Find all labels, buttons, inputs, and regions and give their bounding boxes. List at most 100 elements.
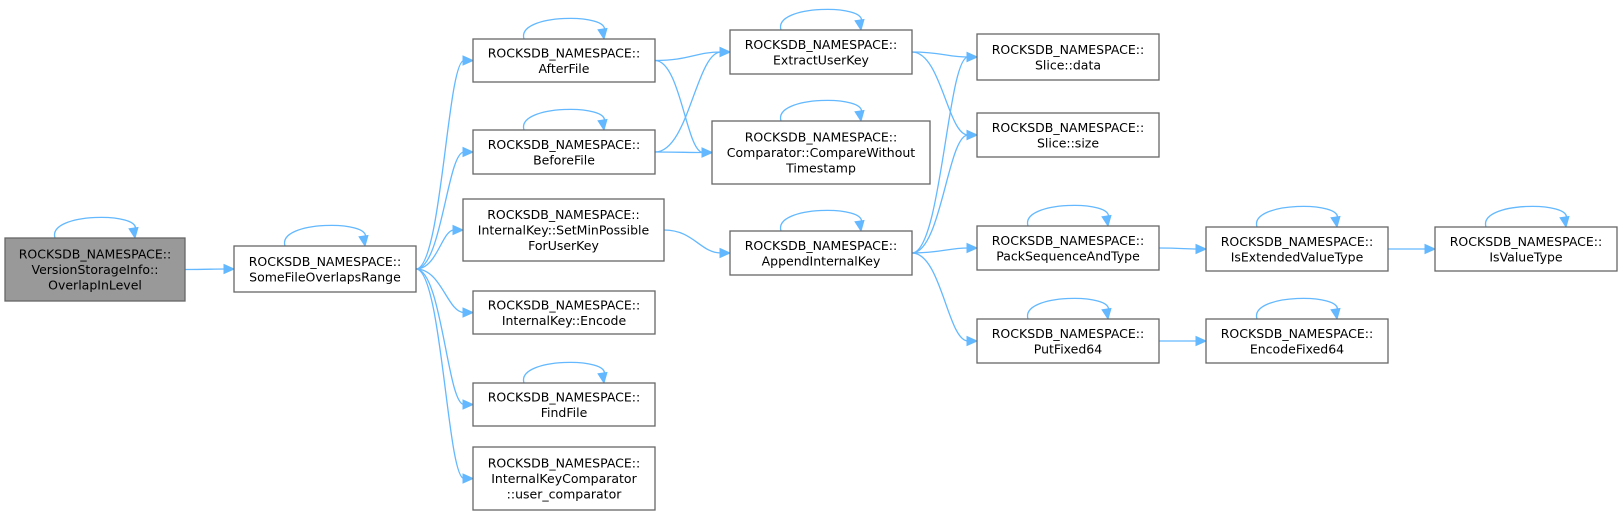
edge-append-to-slicedata [911,51,979,254]
node-label-line: IsExtendedValueType [1231,249,1364,264]
node-box [976,225,1160,271]
edge-somefile-to-setmin [415,224,465,270]
edge-line [415,268,465,480]
edge-line [911,247,969,254]
node-append[interactable]: ROCKSDB_NAMESPACE::AppendInternalKey [729,209,913,276]
self-loop-edge [1256,205,1338,228]
node-findfile[interactable]: ROCKSDB_NAMESPACE::FindFile [472,361,656,427]
node-encode[interactable]: ROCKSDB_NAMESPACE::InternalKey::Encode [472,290,656,335]
node-pack[interactable]: ROCKSDB_NAMESPACE::PackSequenceAndType [976,204,1160,271]
node-box [976,112,1160,158]
edge-arrowhead [719,247,732,259]
node-encfixed[interactable]: ROCKSDB_NAMESPACE::EncodeFixed64 [1205,297,1389,364]
edge-setmin-to-append [663,229,732,259]
node-putfixed[interactable]: ROCKSDB_NAMESPACE::PutFixed64 [976,297,1160,364]
node-box [472,290,656,335]
node-label-line: ROCKSDB_NAMESPACE:: [19,247,171,262]
node-label-line: ROCKSDB_NAMESPACE:: [488,297,640,312]
node-label-line: ROCKSDB_NAMESPACE:: [992,120,1144,135]
edge-line [184,268,226,271]
edge-somefile-to-encode [415,268,475,318]
self-loop-edge [284,224,366,247]
node-label-line: ROCKSDB_NAMESPACE:: [487,207,639,222]
node-afterfile[interactable]: ROCKSDB_NAMESPACE::AfterFile [472,17,656,83]
edge-line [654,59,704,154]
self-loop-edge [1027,204,1109,227]
edge-line [911,51,969,136]
edge-somefile-to-beforefile [415,146,475,270]
edge-arrowhead [719,46,732,58]
edge-arrowhead [966,129,979,141]
node-label-line: ROCKSDB_NAMESPACE:: [745,37,897,52]
node-beforefile[interactable]: ROCKSDB_NAMESPACE::BeforeFile [472,108,656,175]
node-label-line: AppendInternalKey [762,253,881,268]
node-box [711,120,931,185]
node-label-line: ROCKSDB_NAMESPACE:: [488,456,640,471]
self-loop-arrowhead [597,118,608,132]
node-box [462,198,665,262]
edge-line [654,51,722,62]
edge-overlap-to-somefile [184,263,236,275]
node-label-line: PackSequenceAndType [996,248,1140,263]
self-loop-edge [780,209,862,232]
edge-arrowhead [966,335,979,347]
node-isext[interactable]: ROCKSDB_NAMESPACE::IsExtendedValueType [1205,205,1389,272]
self-loop-edge [1027,297,1109,320]
node-isvalue[interactable]: ROCKSDB_NAMESPACE::IsValueType [1434,205,1618,272]
edge-line [911,252,969,342]
node-label-line: Comparator::CompareWithout [727,145,915,160]
node-setmin[interactable]: ROCKSDB_NAMESPACE::InternalKey::SetMinPo… [462,198,665,262]
edge-arrowhead [452,224,465,236]
self-loop-arrowhead [358,234,369,248]
node-label-line: InternalKey::SetMinPossible [478,223,650,238]
edge-line [415,268,465,314]
self-loop-edge [1485,205,1567,228]
edge-line [415,151,465,270]
edge-line [415,59,465,270]
edge-beforefile-to-extract [654,46,732,153]
edge-arrowhead [462,307,475,318]
node-label-line: AfterFile [539,61,590,76]
node-somefile[interactable]: ROCKSDB_NAMESPACE::SomeFileOverlapsRange [233,224,417,293]
node-extract[interactable]: ROCKSDB_NAMESPACE::ExtractUserKey [729,8,913,75]
edge-line [911,56,969,254]
self-loop-arrowhead [1101,307,1112,321]
edge-arrowhead [701,147,714,158]
node-compare[interactable]: ROCKSDB_NAMESPACE::Comparator::CompareWi… [711,99,931,185]
edge-arrowhead [1424,243,1437,255]
node-label-line: ROCKSDB_NAMESPACE:: [745,238,897,253]
node-box [233,245,417,293]
node-label-line: OverlapInLevel [48,278,142,293]
edge-arrowhead [462,399,475,410]
node-box [729,29,913,75]
node-label-line: ROCKSDB_NAMESPACE:: [249,254,401,269]
node-label-line: ROCKSDB_NAMESPACE:: [1221,326,1373,341]
edge-arrowhead [1195,243,1208,255]
node-box [1205,226,1389,272]
node-usercomp[interactable]: ROCKSDB_NAMESPACE::InternalKeyComparator… [472,446,656,511]
edge-pack-to-isext [1158,243,1208,255]
node-label-line: PutFixed64 [1034,341,1102,356]
node-label-line: ROCKSDB_NAMESPACE:: [992,233,1144,248]
edge-somefile-to-findfile [415,268,475,410]
node-label-line: FindFile [541,405,588,420]
self-loop-edge [780,8,862,31]
node-overlap[interactable]: ROCKSDB_NAMESPACE::VersionStorageInfo::O… [4,216,186,302]
edge-arrowhead [223,263,236,275]
node-slicesize[interactable]: ROCKSDB_NAMESPACE::Slice::size [976,112,1160,158]
node-label-line: ForUserKey [528,238,599,253]
node-slicedata[interactable]: ROCKSDB_NAMESPACE::Slice::data [976,33,1160,81]
node-label-line: IsValueType [1489,249,1563,264]
edge-line [654,51,722,153]
node-box [472,382,656,427]
node-box [976,33,1160,81]
nodes-layer: ROCKSDB_NAMESPACE::VersionStorageInfo::O… [4,8,1618,511]
self-loop-arrowhead [1330,215,1341,229]
node-box [4,237,186,302]
node-label-line: Slice::size [1037,135,1099,150]
edge-beforefile-to-compare [654,147,714,158]
node-label-line: InternalKeyComparator [491,471,637,486]
edge-append-to-putfixed [911,252,979,347]
node-box [472,446,656,511]
